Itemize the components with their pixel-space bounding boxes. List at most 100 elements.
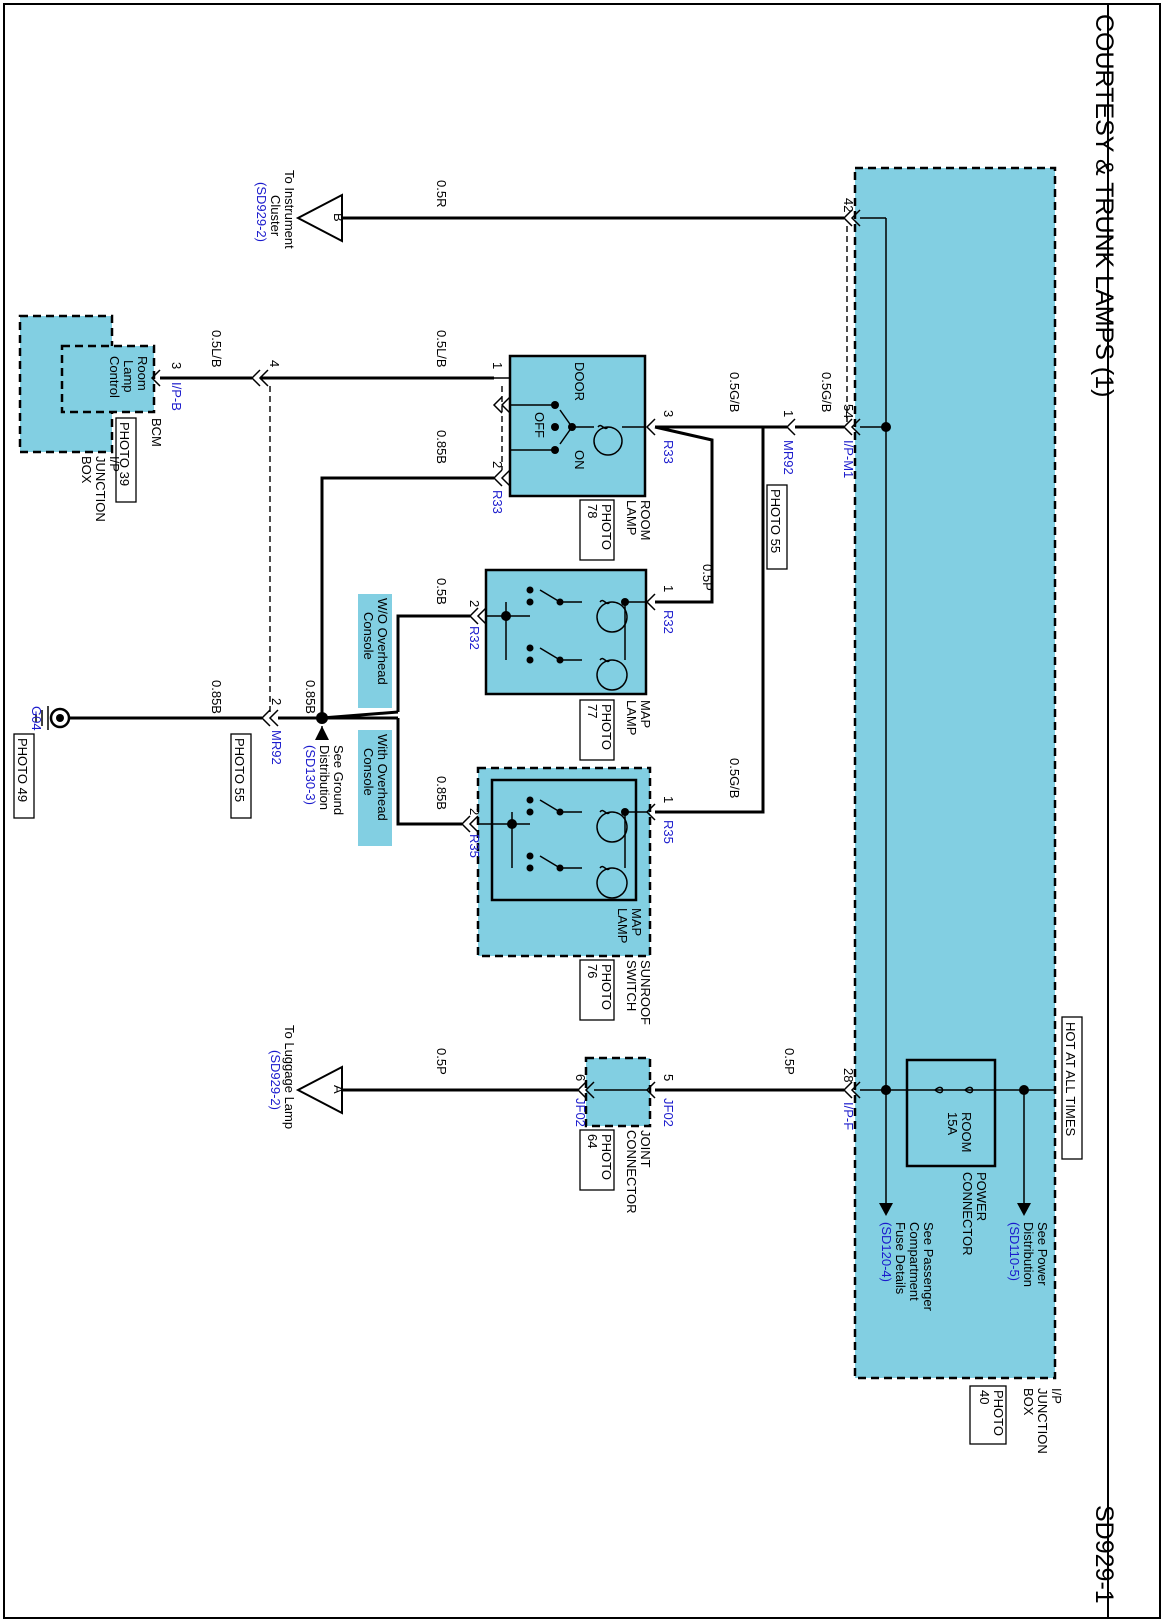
conn-ipm1: I/P-M1 bbox=[841, 440, 856, 478]
conn-jf02-a: JF02 bbox=[661, 1098, 676, 1127]
conn-ipf: I/P-F bbox=[841, 1102, 856, 1130]
wire-05GB-c: 0.5G/B bbox=[727, 758, 742, 798]
conn-jf02-b: JF02 bbox=[573, 1098, 588, 1127]
fuse-rating: 15A bbox=[945, 1112, 960, 1135]
conn-r33-3-icon bbox=[645, 418, 656, 436]
pass-fuse-ref: (SD120-4) bbox=[879, 1222, 894, 1282]
bcm-inner-3: Control bbox=[107, 356, 122, 398]
conn-ipb: I/P-B bbox=[169, 382, 184, 411]
wire-085B-a: 0.85B bbox=[434, 430, 449, 464]
to-luggage-1: To Luggage Lamp bbox=[282, 1025, 297, 1129]
pin-5: 5 bbox=[661, 1074, 676, 1081]
svg-text:76: 76 bbox=[585, 964, 600, 978]
wo-console-2: Console bbox=[361, 612, 376, 660]
photo-mr92-top: PHOTO 55 bbox=[768, 489, 783, 553]
svg-text:64: 64 bbox=[585, 1134, 600, 1148]
with-console-box bbox=[358, 730, 392, 846]
pin-1-mr92: 1 bbox=[781, 410, 796, 417]
svg-text:PHOTO: PHOTO bbox=[599, 1134, 614, 1180]
pin-2-sun: 2 bbox=[467, 808, 482, 815]
bcm-inner-2: Lamp bbox=[121, 360, 136, 393]
sunroof-bulb-2-icon bbox=[596, 865, 628, 899]
pass-fuse-1: See Passenger bbox=[921, 1222, 936, 1312]
pin-1-map: 1 bbox=[661, 585, 676, 592]
page-code: SD929-1 bbox=[1090, 1505, 1118, 1604]
wire-05GB-a: 0.5G/B bbox=[819, 372, 834, 412]
room-lamp-on: ON bbox=[572, 450, 587, 470]
map-lamp-bulb-2-icon bbox=[596, 657, 628, 691]
bcm-label-1: BCM bbox=[149, 418, 164, 447]
ground-dist-2: Distribution bbox=[317, 745, 332, 810]
to-luggage-ref: (SD929-2) bbox=[268, 1050, 283, 1110]
pin-54: 54 bbox=[841, 404, 856, 418]
bcm-label-2: I/P bbox=[107, 456, 122, 472]
with-console-1: With Overhead bbox=[375, 734, 390, 821]
wire-085B-sun: 0.85B bbox=[434, 776, 449, 810]
ip-junction-box bbox=[853, 166, 1057, 1380]
wire-05P-b: 0.5P bbox=[434, 1048, 449, 1075]
conn-mr92-top: MR92 bbox=[781, 440, 796, 475]
conn-r33-a: R33 bbox=[661, 440, 676, 464]
svg-text:PHOTO: PHOTO bbox=[599, 504, 614, 550]
conn-mr92-top-icon bbox=[785, 418, 796, 436]
svg-text:40: 40 bbox=[977, 1390, 992, 1404]
sunroof-map-lamp bbox=[490, 778, 638, 902]
photo-g04-box bbox=[13, 733, 35, 819]
photo-mr92-bot-box bbox=[230, 733, 252, 819]
ij-box-label-2: JUNCTION bbox=[1035, 1388, 1050, 1454]
photo-g04: PHOTO 49 bbox=[15, 738, 30, 802]
wire-05P-map: 0.5P bbox=[700, 564, 715, 591]
photo-joint-box bbox=[579, 1129, 615, 1191]
pin-28: 28 bbox=[841, 1068, 856, 1082]
conn-r33-b: R33 bbox=[490, 490, 505, 514]
photo-room-box bbox=[579, 499, 615, 561]
pin-1-room: 1 bbox=[490, 362, 505, 369]
wire-05GB-b: 0.5G/B bbox=[727, 372, 742, 412]
connector-b-letter: B bbox=[331, 213, 346, 222]
pass-fuse-2: Compartment bbox=[907, 1222, 922, 1301]
power-dist-2: Distribution bbox=[1021, 1222, 1036, 1287]
power-connector bbox=[905, 1058, 997, 1168]
connector-b-triangle-icon bbox=[295, 193, 343, 243]
with-console-2: Console bbox=[361, 748, 376, 796]
room-lamp-label-2: LAMP bbox=[624, 500, 639, 535]
room-lamp bbox=[508, 354, 647, 498]
conn-r35-b: R35 bbox=[467, 834, 482, 858]
to-cluster-ref: (SD929-2) bbox=[254, 182, 269, 242]
bcm-label-3: JUNCTION bbox=[93, 456, 108, 522]
joint-label-2: CONNECTOR bbox=[624, 1130, 639, 1214]
pin-2-map: 2 bbox=[467, 600, 482, 607]
map-lamp bbox=[484, 568, 648, 696]
page-title: COURTESY & TRUNK LAMPS (1) bbox=[1090, 14, 1118, 397]
room-lamp-off: OFF bbox=[532, 412, 547, 438]
conn-r32-1-icon bbox=[645, 593, 656, 611]
wire-05R: 0.5R bbox=[434, 180, 449, 207]
page-frame bbox=[3, 3, 1161, 1619]
conn-r32-a: R32 bbox=[661, 610, 676, 634]
photo-sun-box bbox=[579, 959, 615, 1021]
photo-mr92-top-box bbox=[766, 484, 788, 570]
pin-3-bcm: 3 bbox=[169, 362, 184, 369]
sunroof-bulb-1-icon bbox=[596, 809, 628, 843]
pin-2-room: 2 bbox=[490, 461, 505, 468]
conn-r35-a: R35 bbox=[661, 820, 676, 844]
svg-text:PHOTO: PHOTO bbox=[599, 964, 614, 1010]
map-lamp-label-1: MAP bbox=[638, 700, 653, 728]
hot-label: HOT AT ALL TIMES bbox=[1063, 1022, 1078, 1136]
ground-dist-ref: (SD130-3) bbox=[303, 745, 318, 805]
photo-bcm-box bbox=[115, 417, 137, 503]
fuse-room-icon bbox=[934, 1086, 974, 1094]
conn-ipb-icon bbox=[150, 369, 161, 387]
pin-1-sun: 1 bbox=[661, 796, 676, 803]
pin-42: 42 bbox=[841, 198, 856, 212]
power-dist-arrow-icon bbox=[1017, 1203, 1031, 1216]
conn-g04: G04 bbox=[29, 706, 44, 731]
connector-a-letter: A bbox=[331, 1085, 346, 1094]
wire-05B-map: 0.5B bbox=[434, 578, 449, 605]
wire-085B-vert: 0.85B bbox=[303, 680, 318, 714]
svg-text:PHOTO: PHOTO bbox=[599, 704, 614, 750]
svg-text:PHOTO: PHOTO bbox=[991, 1390, 1006, 1436]
wire-05P-a: 0.5P bbox=[782, 1048, 797, 1075]
wo-console-box bbox=[358, 594, 392, 708]
